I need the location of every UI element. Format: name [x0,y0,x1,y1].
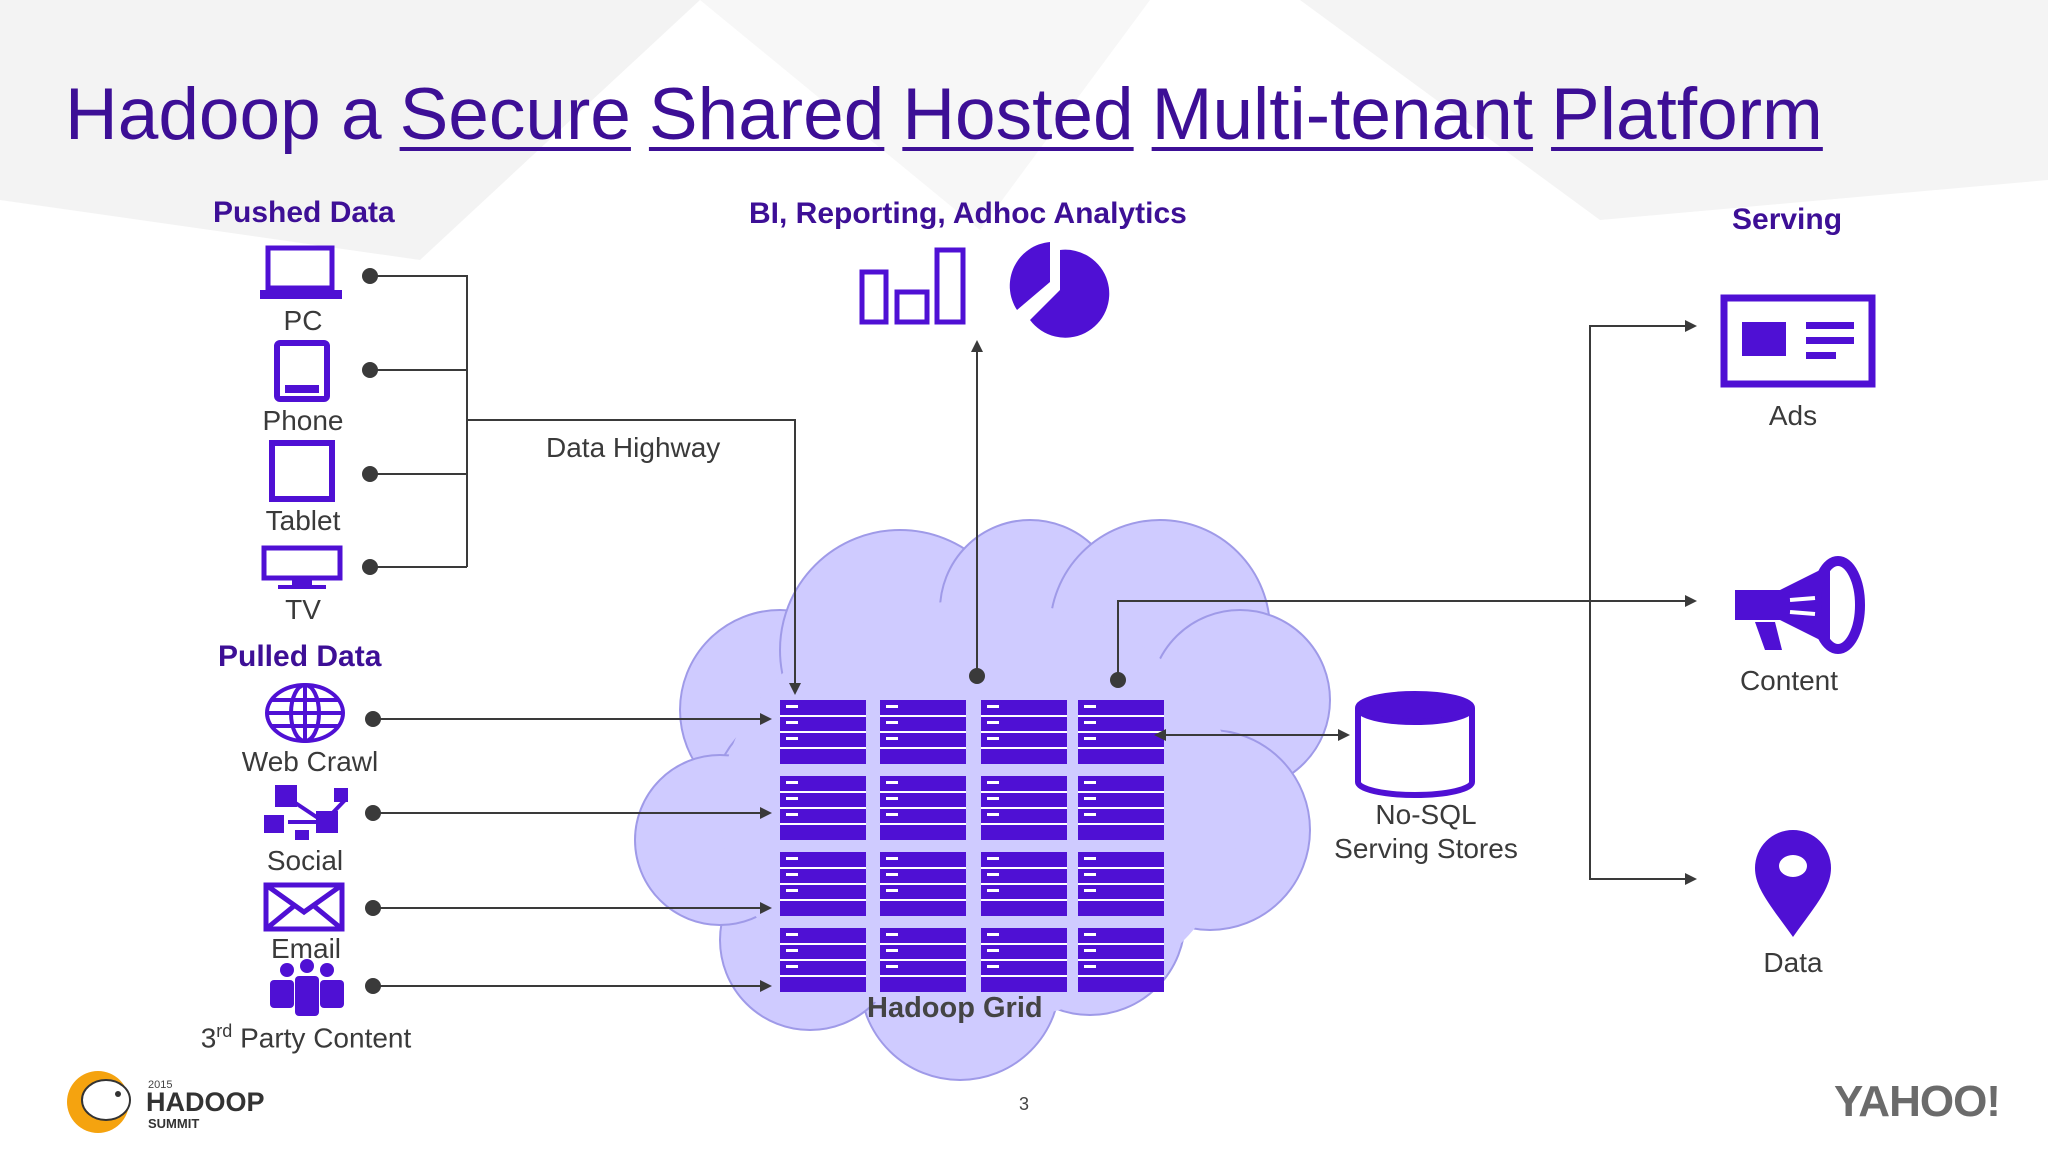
page-number: 3 [1019,1094,1030,1114]
title-word-hosted: Hosted [902,74,1134,155]
server-block [880,928,966,992]
server-block [1078,776,1164,840]
server-block [780,928,866,992]
server-block [981,700,1067,764]
serving-connectors [1117,320,1697,885]
summit-year: 2015 [148,1079,172,1091]
label-ads: Ads [1768,400,1818,431]
label-tablet: Tablet [265,505,341,536]
title-word-platform: Platform [1551,74,1823,155]
server-block [880,700,966,764]
hadoop-summit-logo: 2015 HADOOP SUMMIT [67,1071,265,1133]
server-block [1078,700,1164,764]
third-party-rest: Party Content [232,1022,412,1054]
title-word-secure: Secure [399,74,631,155]
grid-output-dot [1110,672,1126,688]
label-pc: PC [283,305,323,336]
label-web-crawl: Web Crawl [241,746,379,777]
ads-icon [1720,294,1876,388]
header-serving: Serving [1732,203,1843,236]
server-block [880,776,966,840]
pushed-connectors [370,275,801,695]
yahoo-logo: YAHOO! [1834,1077,2001,1126]
title-prefix: Hadoop a [65,74,382,155]
pushed-dots [362,268,378,575]
megaphone-icon [1735,556,1865,654]
nosql-line1: No-SQL [1375,799,1477,830]
database-icon [1355,691,1475,798]
label-third-party: 3rd Party Content [201,1021,412,1055]
label-social: Social [266,845,344,876]
server-block [981,776,1067,840]
server-block [780,700,866,764]
summit-name: HADOOP [146,1087,265,1117]
header-pushed-data: Pushed Data [213,196,395,229]
server-block [880,852,966,916]
tablet-icon [269,440,335,502]
label-data: Data [1763,947,1823,978]
nosql-line2: Serving Stores [1334,832,1518,864]
header-bi: BI, Reporting, Adhoc Analytics [749,197,1187,230]
third-party-prefix: 3 [200,1022,217,1054]
title-word-multi-tenant: Multi-tenant [1151,74,1534,155]
group-icon [270,959,344,1016]
title-word-shared: Shared [648,74,885,155]
bar-chart-icon [859,247,966,325]
label-email: Email [270,933,342,964]
server-block [981,928,1067,992]
phone-icon [274,340,330,402]
server-block [1078,928,1164,992]
third-party-sup: rd [216,1021,233,1041]
pulled-connectors [373,713,772,992]
tv-icon [261,545,343,589]
server-block [981,852,1067,916]
pie-chart-icon [1009,242,1110,338]
social-network-icon [264,785,348,840]
bi-connector [969,340,985,684]
server-block [1078,852,1164,916]
header-pulled-data: Pulled Data [218,640,382,673]
globe-icon [265,683,345,743]
server-block [780,852,866,916]
pulled-dots [365,711,381,994]
location-pin-icon [1755,830,1831,937]
server-block [780,776,866,840]
server-grid [780,700,1164,992]
label-phone: Phone [262,405,344,436]
email-icon [263,882,345,932]
label-nosql: No-SQL Serving Stores [1334,798,1518,865]
label-tv: TV [285,594,321,625]
label-content: Content [1739,665,1839,696]
label-data-highway: Data Highway [546,432,721,463]
label-hadoop-grid: Hadoop Grid [867,992,1043,1024]
pc-icon [260,245,342,299]
summit-sub: SUMMIT [148,1116,199,1131]
